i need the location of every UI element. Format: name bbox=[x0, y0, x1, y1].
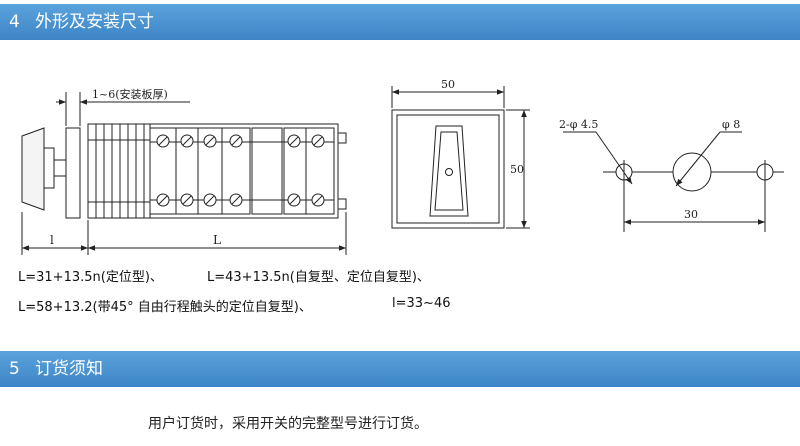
section-header-dimensions: 4 外形及安装尺寸 bbox=[0, 4, 800, 40]
plate-thickness-label: 1~6(安装板厚) bbox=[92, 87, 168, 101]
hole-pattern bbox=[563, 131, 784, 232]
formula-self-reset: L=43+13.5n(自复型、定位自复型)、 bbox=[207, 270, 430, 285]
ordering-note: 用户订货时，采用开关的完整型号进行订货。 bbox=[148, 416, 428, 432]
dim-L-label: L bbox=[213, 233, 221, 247]
terminal-screws bbox=[156, 134, 325, 207]
side-view bbox=[21, 92, 347, 255]
front-view bbox=[391, 86, 530, 229]
section-number: 4 bbox=[9, 12, 20, 32]
knob-collar bbox=[43, 147, 55, 189]
formula-free-travel: L=58+13.2(带45° 自由行程触头的定位自复型)、 bbox=[18, 300, 312, 315]
formula-positioning: L=31+13.5n(定位型)、 bbox=[18, 270, 163, 285]
front-height-label: 50 bbox=[510, 163, 524, 176]
center-hole-label: φ 8 bbox=[722, 118, 740, 131]
section-number: 5 bbox=[9, 359, 20, 379]
knob-shaft bbox=[53, 159, 67, 177]
front-width-label: 50 bbox=[441, 78, 455, 91]
section-title: 外形及安装尺寸 bbox=[35, 12, 154, 32]
front-plate-inner bbox=[396, 114, 500, 224]
knob-shape bbox=[21, 127, 45, 211]
section-header-ordering: 5 订货须知 bbox=[0, 351, 800, 387]
center-hole bbox=[672, 152, 712, 192]
handle-indicator-dot bbox=[445, 168, 453, 176]
dimension-drawing: 1~6(安装板厚) l L 50 50 2-φ 4.5 φ 8 30 bbox=[21, 78, 784, 255]
mounting-plate bbox=[65, 127, 81, 219]
section-title: 订货须知 bbox=[35, 359, 103, 379]
hole-spacing-label: 30 bbox=[684, 208, 698, 221]
formula-l-range: l=33~46 bbox=[392, 296, 451, 311]
dim-l-label: l bbox=[50, 233, 54, 247]
small-holes-label: 2-φ 4.5 bbox=[559, 118, 598, 131]
handle-inner bbox=[434, 131, 464, 211]
